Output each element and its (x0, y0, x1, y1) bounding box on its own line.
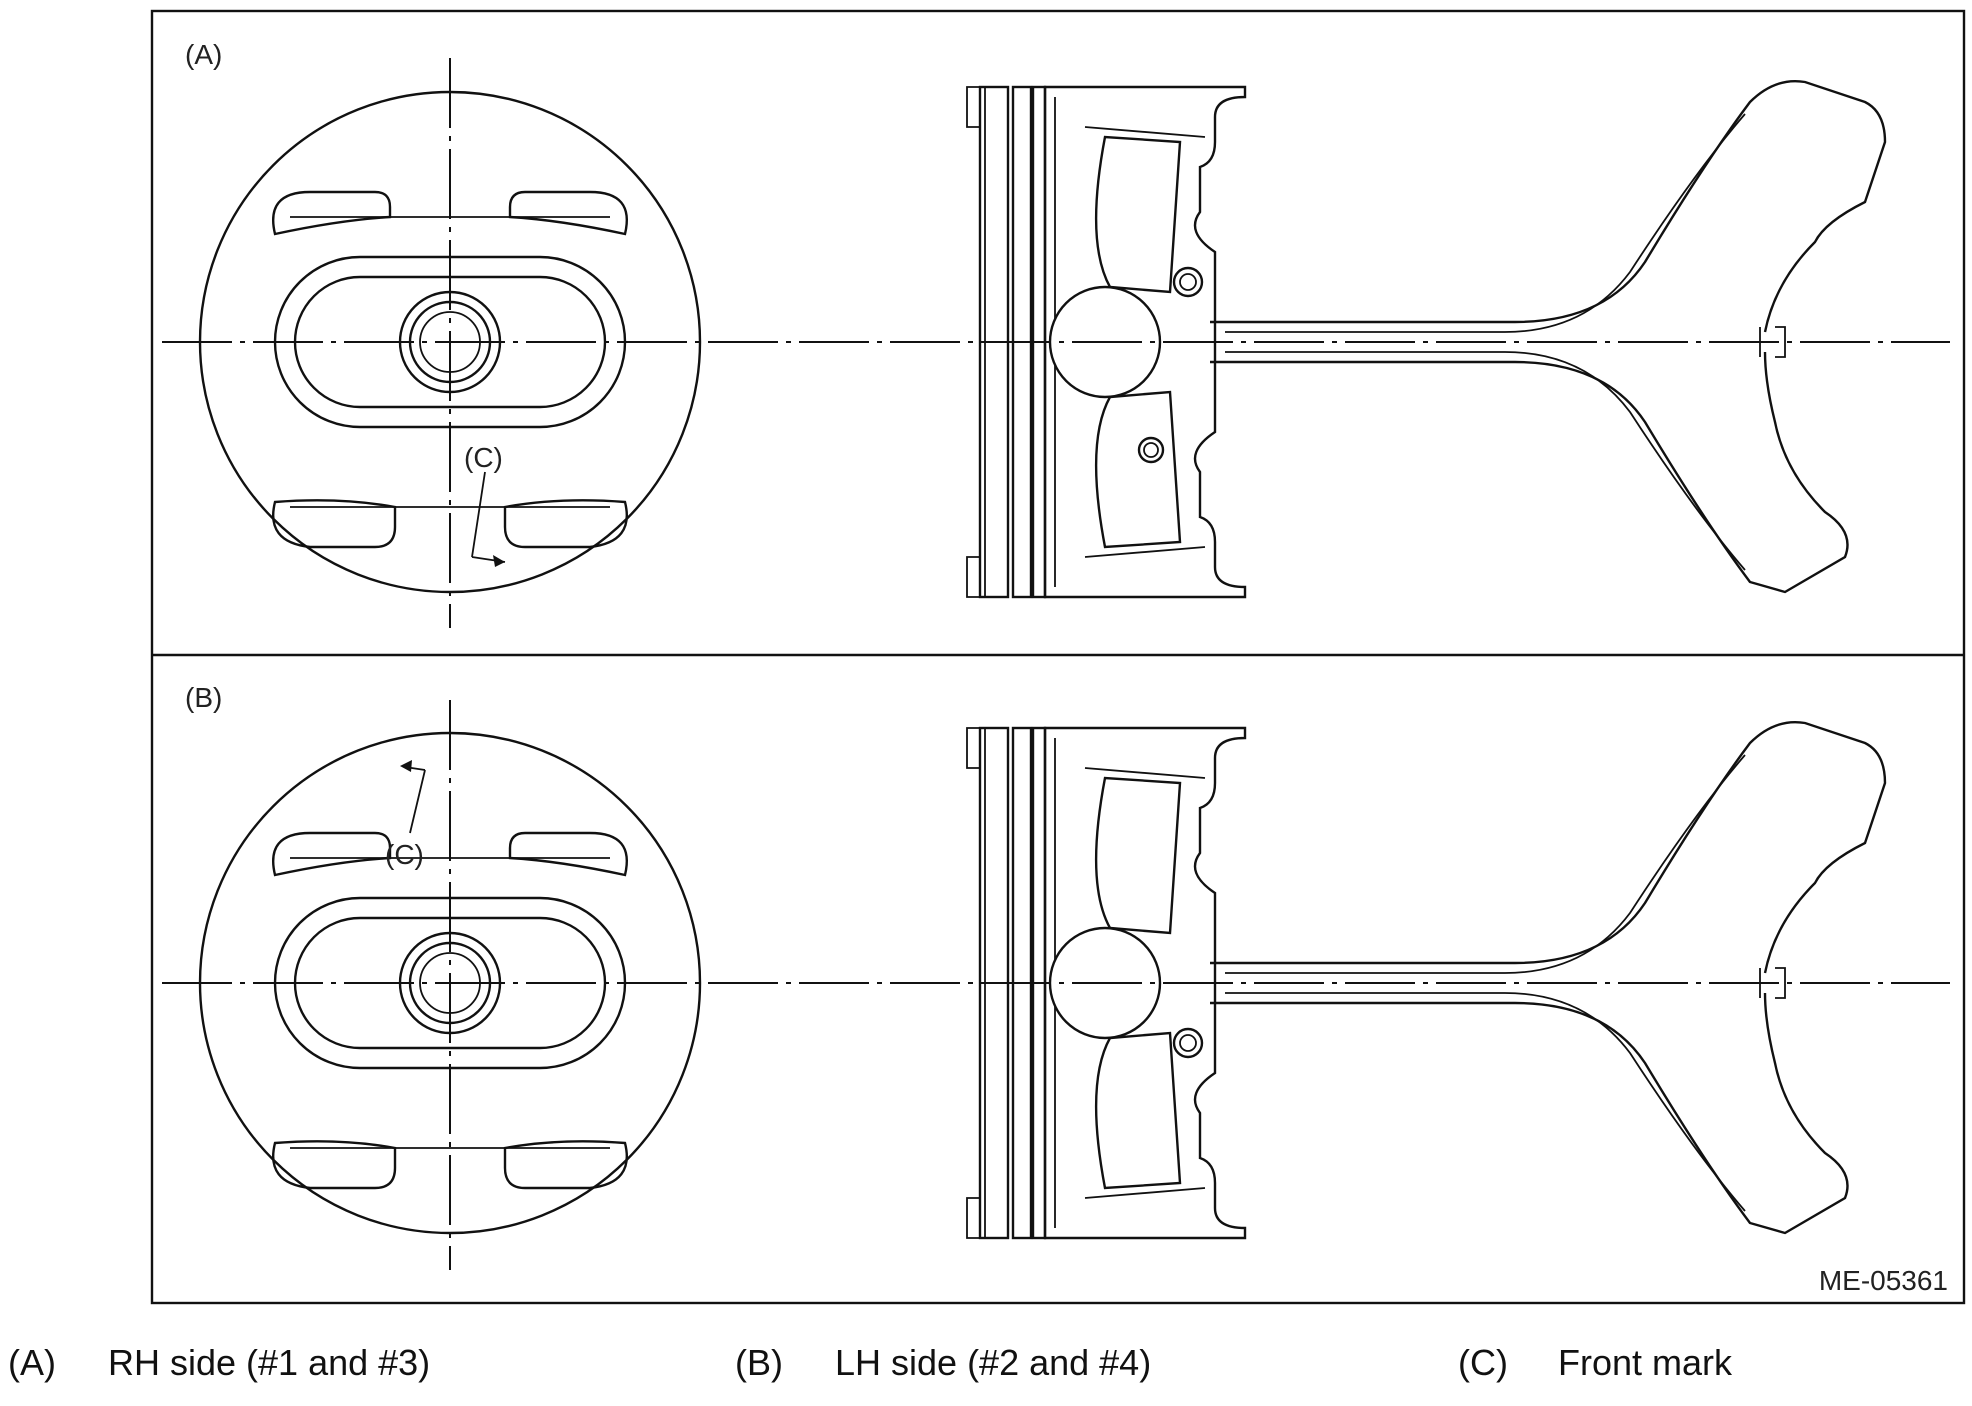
panel-b-label: (B) (185, 682, 222, 713)
legend-key-a: (A) (8, 1342, 56, 1383)
front-mark-label-a: (C) (464, 442, 503, 473)
piston-side-view-b (965, 720, 1887, 1240)
front-mark-a: (C) (464, 442, 506, 567)
front-mark-b: (C) (385, 760, 426, 870)
front-mark-label-b: (C) (385, 839, 424, 870)
legend-item-c: (C) Front mark (1458, 1342, 1733, 1383)
legend-text-b: LH side (#2 and #4) (835, 1342, 1152, 1383)
panel-a-label: (A) (185, 39, 222, 70)
piston-side-view-a (965, 79, 1887, 599)
legend-item-a: (A) RH side (#1 and #3) (8, 1342, 431, 1383)
piston-diagram: (A) (C) (B) (150, 9, 1966, 1305)
legend-key-b: (B) (735, 1342, 783, 1383)
legend-text-a: RH side (#1 and #3) (108, 1342, 431, 1383)
legend-key-c: (C) (1458, 1342, 1508, 1383)
legend-item-b: (B) LH side (#2 and #4) (735, 1342, 1152, 1383)
figure-frame (150, 9, 1966, 1305)
legend-text-c: Front mark (1558, 1342, 1733, 1383)
figure-code: ME-05361 (1819, 1265, 1948, 1296)
panel-a: (A) (C) (162, 39, 1950, 628)
panel-b: (B) (C) ME-05361 (162, 682, 1950, 1296)
